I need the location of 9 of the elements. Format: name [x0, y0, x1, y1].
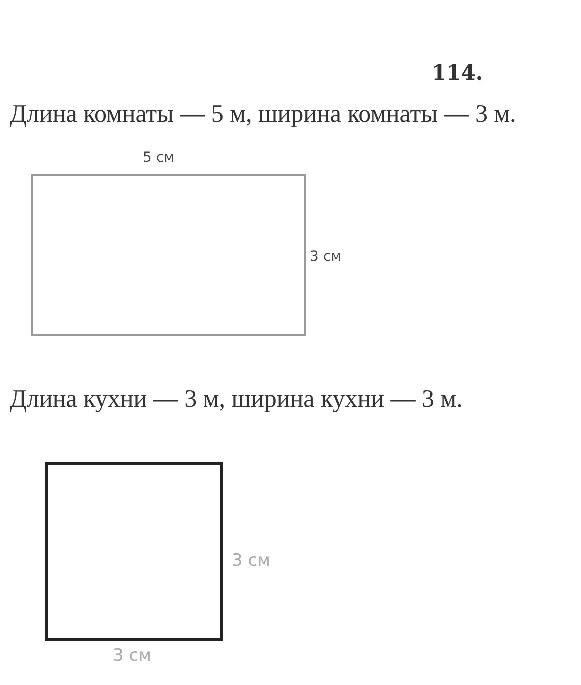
rectangle	[45, 462, 223, 641]
dimension-label: 3 см	[113, 646, 152, 666]
statement-text: Длина комнаты — 5 м, ширина комнаты — 3 м.	[10, 101, 516, 129]
dimension-label: 5 см	[143, 150, 175, 166]
task-number: 114.	[432, 60, 484, 85]
statement-text: Длина кухни — 3 м, ширина кухни — 3 м.	[10, 386, 463, 414]
dimension-label: 3 см	[232, 551, 270, 571]
rectangle	[31, 174, 306, 336]
dimension-label: 3 см	[310, 249, 342, 265]
